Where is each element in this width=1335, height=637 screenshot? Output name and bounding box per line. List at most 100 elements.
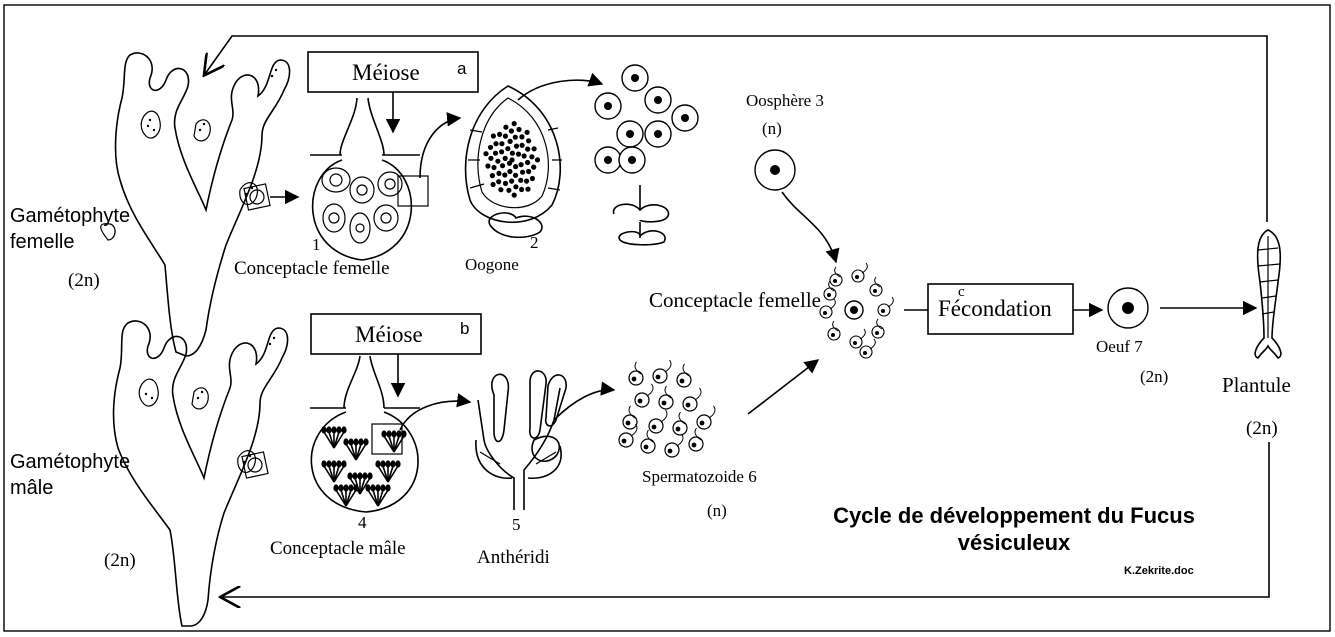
oogone-dot (506, 188, 511, 193)
oogone-dot (496, 179, 501, 184)
oogone-dot (491, 182, 496, 187)
conceptacle-male-drawing (310, 356, 420, 512)
antheridium (331, 426, 336, 433)
oogone-dot (507, 169, 512, 174)
oogone-dot (513, 135, 518, 140)
antheridium (362, 472, 367, 479)
antheridium (343, 484, 348, 491)
antheridium (352, 472, 357, 479)
oogone-dot (503, 156, 508, 161)
oogone-dot (525, 160, 530, 165)
antheridium (390, 460, 395, 467)
oosphere-egg-nucleus (654, 96, 662, 104)
fert-flagellum (870, 339, 875, 349)
spermatozoide-ploidy: (n) (707, 501, 727, 520)
antheridium (395, 460, 400, 467)
plantule-label: Plantule (1222, 373, 1291, 397)
oosphere-egg-nucleus (604, 102, 612, 110)
meiose-box-a: Méiose a (308, 52, 478, 92)
oogone-dot (488, 156, 493, 161)
gametophyte-male-line1: Gamétophyte (10, 451, 130, 473)
spermatozoid-nucleus (692, 443, 697, 448)
antheridium (338, 484, 343, 491)
oogone-label: Oogone (465, 255, 519, 274)
oogone-dot (491, 165, 496, 170)
fert-flagellum (888, 297, 893, 307)
oogone-dot (522, 153, 527, 158)
antheridium (331, 460, 336, 467)
antheridium (391, 430, 396, 437)
fert-spermatozoid-nucleus (827, 293, 831, 297)
antheridium (326, 460, 331, 467)
gametophyte-femelle-line1: Gamétophyte (10, 205, 130, 227)
oogone-dot (525, 187, 530, 192)
oosphere-stalk (614, 185, 669, 245)
fert-flagellum (860, 329, 865, 339)
antheridium (348, 484, 353, 491)
oogone-dot (483, 151, 488, 156)
num-2: 2 (530, 233, 539, 252)
conceptacle-male-label: Conceptacle mâle (270, 538, 406, 559)
fecondation-label: Fécondation (938, 296, 1052, 321)
flagellum (709, 406, 715, 418)
antheridium (358, 438, 363, 445)
fert-spermatozoid-nucleus (855, 275, 859, 279)
oosphere-egg-nucleus (631, 74, 639, 82)
fert-spermatozoid-nucleus (853, 341, 857, 345)
oogone-drawing (466, 86, 562, 237)
antheridium (367, 472, 372, 479)
spermatozoid-nucleus (680, 379, 685, 384)
title-line2: vésiculeux (958, 530, 1071, 555)
antheridium (347, 472, 352, 479)
arrow-oogone-to-eggs (518, 80, 602, 100)
flagellum (677, 434, 683, 446)
spermatozoid-nucleus (662, 401, 667, 406)
antheridium (357, 472, 362, 479)
oogone-dot (488, 145, 493, 150)
oogone-dot (530, 176, 535, 181)
antheridium (326, 426, 331, 433)
oogone-dot (513, 184, 518, 189)
oogone-dot (516, 152, 521, 157)
gametophyte-male-line2: mâle (10, 477, 53, 499)
oogone-dot (490, 173, 495, 178)
gametophyte-male-ploidy: (2n) (104, 550, 136, 571)
fecondation-box: c Fécondation (928, 284, 1073, 334)
oogone-dot (496, 171, 501, 176)
oosphere-egg-nucleus (604, 156, 612, 164)
antheridium (343, 438, 348, 445)
oogone-dot (529, 154, 534, 159)
oogone-dot (513, 164, 518, 169)
oogone-dot (535, 157, 540, 162)
antheridium (353, 484, 358, 491)
letter-b: b (460, 319, 469, 338)
arrow-to-oogone (420, 118, 460, 178)
antheridium (380, 460, 385, 467)
antheridium (375, 484, 380, 491)
antheridi-label: Anthéridi (477, 547, 550, 568)
oosphere-egg-nucleus (628, 156, 636, 164)
flagellum (695, 388, 701, 400)
oogone-dot (519, 162, 524, 167)
oogone-dot (520, 170, 525, 175)
antheridium (341, 426, 346, 433)
oogone-dot (514, 144, 519, 149)
antheridium (321, 426, 326, 433)
fertilized-egg-nucleus (850, 306, 858, 314)
oogone-dot (510, 151, 515, 156)
oogone-dot (520, 143, 525, 148)
oogone-dot (491, 133, 496, 138)
antheridium (396, 430, 401, 437)
spermatozoid-nucleus (632, 377, 637, 382)
oosphere-nucleus (770, 165, 780, 175)
oogone-dot (519, 134, 524, 139)
spermatozoid-nucleus (676, 427, 681, 432)
oogone-dot (499, 141, 504, 146)
fert-spermatozoid-nucleus (875, 331, 879, 335)
oogone-dot (493, 141, 498, 146)
gametophyte-femelle-ploidy: (2n) (68, 270, 100, 291)
fert-spermatozoid-nucleus (823, 311, 827, 315)
plantule-ploidy: (2n) (1246, 418, 1278, 439)
fert-spermatozoid-nucleus (833, 279, 837, 283)
oosphere-ploidy: (n) (762, 119, 782, 138)
